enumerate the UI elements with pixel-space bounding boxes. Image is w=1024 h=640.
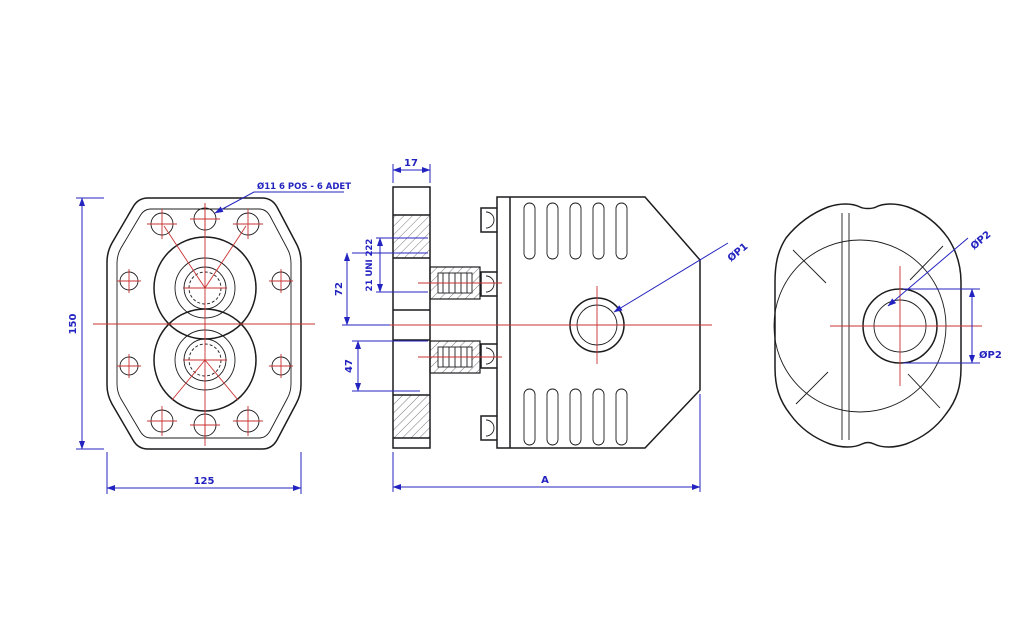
dim-p2: ØP2 (903, 288, 1002, 364)
leader-p1: ØP1 (613, 240, 750, 313)
cooling-fin (569, 388, 582, 446)
port-p2-label-dim: ØP2 (979, 349, 1002, 361)
side-section-view: 17 72 21 UNI 222 47 A ØP1 (334, 158, 750, 492)
dim-label-flange: 17 (404, 158, 418, 169)
rear-rib-lines (841, 213, 850, 440)
bolt-hole-crosses (117, 204, 293, 440)
dim-ext-lines (352, 340, 428, 392)
dim-ext-lines (76, 197, 104, 450)
side-centerlines (388, 282, 712, 364)
front-outline-outer (106, 197, 302, 450)
front-view: 150 125 Ø11 6 POS - 6 ADET (68, 181, 351, 494)
dim-height-150: 150 (68, 197, 104, 450)
dim-label-height: 150 (68, 314, 79, 335)
dim-label-72: 72 (334, 282, 345, 296)
front-outline-inner (116, 208, 292, 439)
spline-spec: 21 UNI 222 (365, 237, 428, 293)
dim-ext-lines (376, 237, 428, 293)
body-outline (480, 196, 701, 449)
cooling-fin (523, 388, 536, 446)
cooling-fin (592, 202, 605, 260)
leader-line (613, 242, 729, 313)
flange-outline (392, 186, 431, 449)
cooling-fin (615, 202, 628, 260)
front-centerlines (93, 203, 315, 446)
cooling-fin (523, 202, 536, 260)
dim-ext-lines (903, 288, 980, 364)
dim-label-width: 125 (194, 476, 215, 487)
cooling-fin (592, 388, 605, 446)
dim-length-A: A (392, 394, 701, 492)
bolt-callout: Ø11 6 POS - 6 ADET (214, 181, 351, 214)
dim-flange-17: 17 (392, 158, 431, 183)
rear-web-lines (792, 245, 944, 409)
mount-bolt-sections (485, 211, 495, 437)
dim-width-125: 125 (106, 452, 302, 494)
rear-centerlines (830, 266, 982, 386)
flange-hatch-bottom (393, 395, 430, 438)
rear-outline (774, 203, 962, 448)
dim-label-47: 47 (344, 359, 355, 373)
cooling-fin (569, 202, 582, 260)
leader-p2: ØP2 (887, 228, 993, 307)
rear-view: ØP2 ØP2 (773, 203, 1002, 448)
callout-label: Ø11 6 POS - 6 ADET (257, 181, 351, 192)
cooling-fin (546, 202, 559, 260)
cooling-fin (615, 388, 628, 446)
dim-72: 72 (334, 252, 428, 326)
port-p1-label: ØP1 (725, 240, 750, 264)
cooling-fin (546, 388, 559, 446)
dim-ext-lines (342, 252, 428, 326)
dim-47: 47 (344, 340, 428, 392)
leader-line (887, 237, 969, 307)
spline-spec-label: 21 UNI 222 (365, 239, 375, 292)
callout-leader (214, 191, 344, 214)
flange-hatch-top (393, 215, 430, 258)
dim-label-length: A (541, 475, 549, 486)
port-p2-label-diagonal: ØP2 (968, 228, 993, 252)
